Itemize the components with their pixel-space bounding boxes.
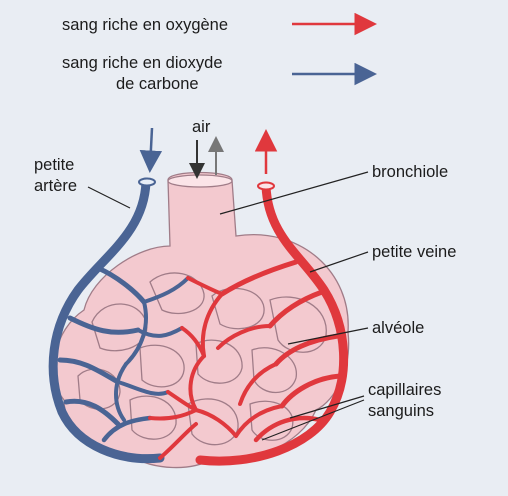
petite-artere-label-line2: artère: [34, 177, 77, 195]
vein-opening: [258, 183, 274, 190]
capillaires-label-line1: capillaires: [368, 381, 441, 399]
petite-artere-leader: [88, 187, 130, 208]
legend-co2-label-line2: de carbone: [116, 75, 199, 93]
alveole-label: alvéole: [372, 319, 424, 337]
artery-inflow-arrow: [150, 128, 152, 168]
petite-artere-label-line1: petite: [34, 156, 74, 174]
artery-opening: [139, 179, 155, 186]
bronchiole-leader: [220, 172, 368, 214]
petite-veine-label: petite veine: [372, 243, 456, 261]
air-label: air: [192, 118, 211, 136]
legend-co2-label-line1: sang riche en dioxyde: [62, 54, 223, 72]
capillaires-label-line2: sanguins: [368, 402, 434, 420]
legend-oxygen-label: sang riche en oxygène: [62, 16, 228, 34]
bronchiole-label: bronchiole: [372, 163, 448, 181]
